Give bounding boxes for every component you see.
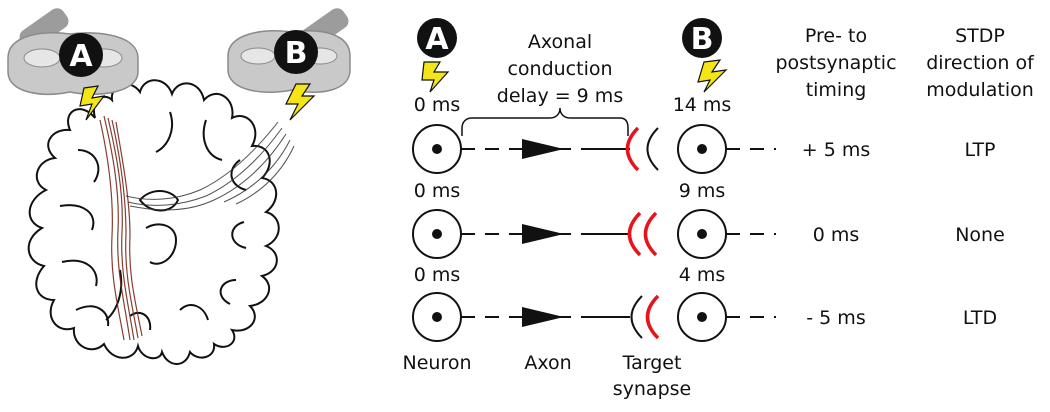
row-none: 0 ms 9 ms 0 ms None xyxy=(412,180,1005,259)
footer-target-label-line1: Target xyxy=(622,352,682,374)
delay-label-line3: delay = 9 ms xyxy=(497,85,623,107)
coil-b-badge xyxy=(274,30,318,74)
timing-header-line3: timing xyxy=(806,79,867,101)
coil-b-letter: B xyxy=(285,36,308,71)
post-neuron-nucleus xyxy=(697,312,707,322)
post-neuron-nucleus xyxy=(697,144,707,154)
post-time: 14 ms xyxy=(673,94,732,116)
delay-label-line1: Axonal xyxy=(528,31,592,53)
delay-bracket xyxy=(461,107,629,136)
synapse-pre-bracket xyxy=(627,211,642,257)
footer-target-label-line2: synapse xyxy=(613,378,691,400)
synapse-pre-bracket xyxy=(625,126,640,172)
pre-neuron-nucleus xyxy=(432,229,442,239)
delay-label-line2: conduction xyxy=(507,58,612,80)
synapse-post-bracket xyxy=(646,127,659,171)
synapse-post-bracket xyxy=(643,211,658,257)
stim-a-badge xyxy=(417,18,457,58)
lightning-bolt-icon xyxy=(79,85,106,121)
coil-a-ring-left xyxy=(23,48,61,68)
stdp-header-line2: direction of xyxy=(926,52,1035,74)
modulation-value: None xyxy=(955,224,1005,246)
row-ltd: 0 ms 4 ms - 5 ms LTD xyxy=(412,264,997,342)
modulation-value: LTD xyxy=(963,307,997,329)
timing-header-line2: postsynaptic xyxy=(775,52,896,74)
timing-value: - 5 ms xyxy=(806,307,865,329)
tms-coil-b: B xyxy=(227,8,351,121)
synapse-pre-bracket xyxy=(630,295,643,339)
synapse-post-bracket xyxy=(645,294,660,340)
post-time: 4 ms xyxy=(679,264,726,286)
brain-sulci xyxy=(59,111,247,331)
stdp-header-line1: STDP xyxy=(955,25,1005,47)
brain-ventricles xyxy=(105,190,180,321)
axon-arrowhead xyxy=(522,139,564,159)
axon-arrowhead xyxy=(522,224,564,244)
coil-a-letter: A xyxy=(69,39,93,74)
stdp-header-line3: modulation xyxy=(926,79,1034,101)
header-stim-b: B xyxy=(682,18,728,93)
footer-neuron-label: Neuron xyxy=(402,352,471,374)
pre-neuron-nucleus xyxy=(432,144,442,154)
tract-a-fibres xyxy=(99,115,143,341)
tms-coil-a: A xyxy=(7,8,139,121)
header-stim-a: A xyxy=(417,18,457,93)
timing-value: + 5 ms xyxy=(802,139,871,161)
modulation-value: LTP xyxy=(964,139,995,161)
timing-value: 0 ms xyxy=(813,224,860,246)
footer-axon-label: Axon xyxy=(524,352,571,374)
stim-b-letter: B xyxy=(691,22,714,57)
lightning-bolt-icon xyxy=(697,59,728,93)
stim-a-letter: A xyxy=(425,22,449,57)
lightning-bolt-icon xyxy=(285,83,316,121)
pre-time: 0 ms xyxy=(414,180,461,202)
brain-coronal-slice xyxy=(27,79,295,365)
lightning-bolt-icon xyxy=(421,61,450,93)
pre-time: 0 ms xyxy=(414,94,461,116)
coil-b-ring-left xyxy=(240,47,276,65)
timing-header-line1: Pre- to xyxy=(805,25,867,47)
brain-outline xyxy=(27,79,280,365)
row-ltp: 0 ms 14 ms + 5 ms LTP xyxy=(412,94,996,174)
post-time: 9 ms xyxy=(679,180,726,202)
post-neuron-nucleus xyxy=(697,229,707,239)
pre-neuron-nucleus xyxy=(432,312,442,322)
axon-arrowhead xyxy=(522,307,564,327)
coil-a-badge xyxy=(59,33,103,77)
stim-b-badge xyxy=(682,18,722,58)
pre-time: 0 ms xyxy=(414,264,461,286)
tract-b-fibres xyxy=(125,121,295,211)
